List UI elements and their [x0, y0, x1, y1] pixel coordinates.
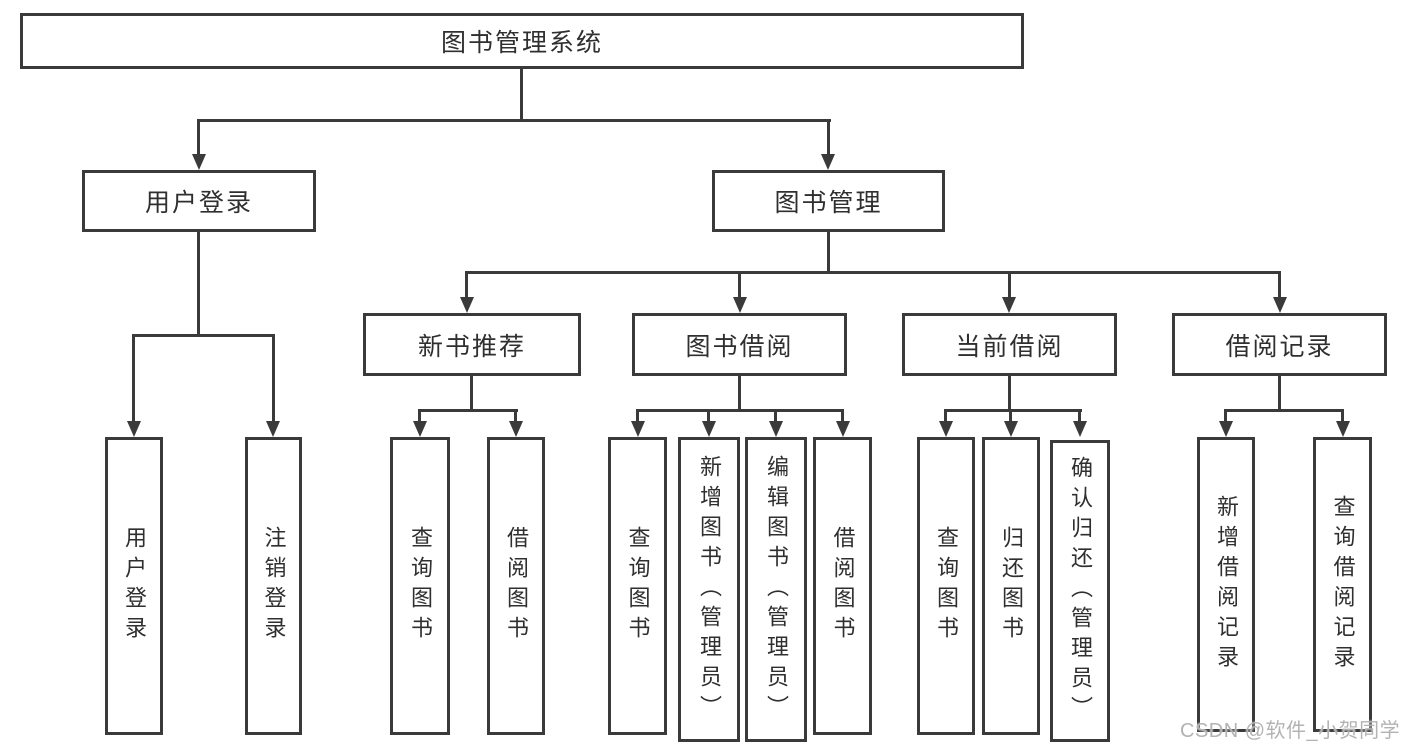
leaf-borrow-books-recommend: 借阅图书: [487, 437, 545, 735]
arrowhead-down-icon: [769, 421, 783, 437]
node-label: 确认归还（管理员）: [1068, 456, 1093, 726]
arrowhead-down-icon: [821, 154, 835, 170]
connector-line: [738, 373, 741, 411]
connector-line: [636, 409, 844, 412]
arrowhead-down-icon: [509, 421, 523, 437]
connector-line: [827, 119, 830, 156]
node-label: 借阅图书: [830, 526, 856, 646]
node-label: 用户登录: [122, 526, 147, 646]
connector-line: [465, 271, 468, 299]
connector-line: [1008, 271, 1011, 299]
connector-line: [707, 409, 710, 423]
connector-line: [514, 409, 517, 423]
connector-line: [944, 409, 1082, 412]
connector-line: [197, 119, 200, 156]
node-label: 新增借阅记录: [1214, 494, 1239, 675]
arrowhead-down-icon: [702, 421, 716, 437]
connector-line: [1278, 271, 1281, 299]
leaf-add-borrow-record: 新增借阅记录: [1197, 437, 1255, 732]
connector-line: [520, 66, 523, 122]
arrowhead-down-icon: [1073, 421, 1087, 437]
arrowhead-down-icon: [127, 421, 141, 437]
connector-line: [197, 119, 831, 122]
connector-line: [1009, 409, 1012, 423]
node-label: 编辑图书（管理员）: [764, 454, 789, 725]
node-label: 查询图书: [625, 526, 651, 646]
connector-line: [1224, 409, 1344, 412]
connector-line: [1078, 409, 1081, 423]
node-new-book-recommend: 新书推荐: [363, 313, 581, 376]
node-label: 查询图书: [408, 526, 433, 646]
node-label: 新增图书（管理员）: [697, 454, 722, 725]
leaf-edit-book-admin: 编辑图书（管理员）: [745, 437, 807, 742]
leaf-query-books-borrow: 查询图书: [608, 437, 667, 735]
connector-line: [944, 409, 947, 423]
node-label: 当前借阅: [955, 332, 1064, 361]
node-book-borrow: 图书借阅: [632, 313, 847, 376]
arrowhead-down-icon: [733, 297, 747, 313]
arrowhead-down-icon: [939, 421, 953, 437]
connector-line: [1224, 409, 1227, 423]
node-label: 图书借阅: [685, 332, 794, 361]
connector-line: [465, 271, 1281, 274]
connector-line: [1341, 409, 1344, 423]
node-label: 借阅图书: [504, 526, 529, 646]
leaf-user-login: 用户登录: [105, 437, 163, 735]
connector-line: [636, 409, 639, 423]
node-root: 图书管理系统: [20, 13, 1024, 69]
leaf-add-book-admin: 新增图书（管理员）: [678, 437, 740, 742]
leaf-query-books-current: 查询图书: [917, 437, 975, 735]
node-book-management: 图书管理: [712, 170, 945, 232]
leaf-logout: 注销登录: [245, 437, 302, 735]
arrowhead-down-icon: [192, 154, 206, 170]
node-root-label: 图书管理系统: [440, 29, 603, 57]
leaf-confirm-return-admin: 确认归还（管理员）: [1050, 440, 1110, 742]
arrowhead-down-icon: [460, 297, 474, 313]
connector-line: [197, 229, 200, 336]
node-label: 图书管理: [774, 189, 883, 217]
node-label: 注销登录: [261, 526, 287, 646]
leaf-return-books: 归还图书: [982, 437, 1040, 735]
connector-line: [738, 271, 741, 299]
connector-line: [1008, 373, 1011, 411]
connector-line: [827, 229, 830, 274]
arrowhead-down-icon: [1336, 421, 1350, 437]
node-current-borrow: 当前借阅: [902, 313, 1117, 376]
leaf-query-borrow-record: 查询借阅记录: [1313, 437, 1372, 732]
connector-line: [132, 334, 135, 423]
node-label: 查询图书: [934, 526, 959, 646]
connector-line: [418, 409, 518, 412]
arrowhead-down-icon: [1273, 297, 1287, 313]
leaf-query-books-recommend: 查询图书: [390, 437, 450, 735]
node-label: 查询借阅记录: [1330, 494, 1356, 675]
connector-line: [418, 409, 421, 423]
node-user-login: 用户登录: [82, 170, 316, 232]
arrowhead-down-icon: [1004, 421, 1018, 437]
node-borrow-records: 借阅记录: [1172, 313, 1387, 376]
arrowhead-down-icon: [631, 421, 645, 437]
connector-line: [132, 334, 275, 337]
arrowhead-down-icon: [836, 421, 850, 437]
node-label: 新书推荐: [417, 332, 526, 361]
csdn-watermark: CSDN @软件_小贺同学: [1180, 720, 1401, 742]
arrowhead-down-icon: [266, 421, 280, 437]
node-label: 归还图书: [999, 526, 1024, 646]
connector-line: [272, 334, 275, 423]
connector-line: [774, 409, 777, 423]
leaf-borrow-books: 借阅图书: [813, 437, 872, 735]
node-label: 用户登录: [144, 189, 253, 217]
arrowhead-down-icon: [413, 421, 427, 437]
arrowhead-down-icon: [1219, 421, 1233, 437]
connector-line: [841, 409, 844, 423]
connector-line: [1278, 373, 1281, 411]
arrowhead-down-icon: [1002, 297, 1016, 313]
node-label: 借阅记录: [1225, 332, 1334, 361]
connector-line: [470, 373, 473, 411]
